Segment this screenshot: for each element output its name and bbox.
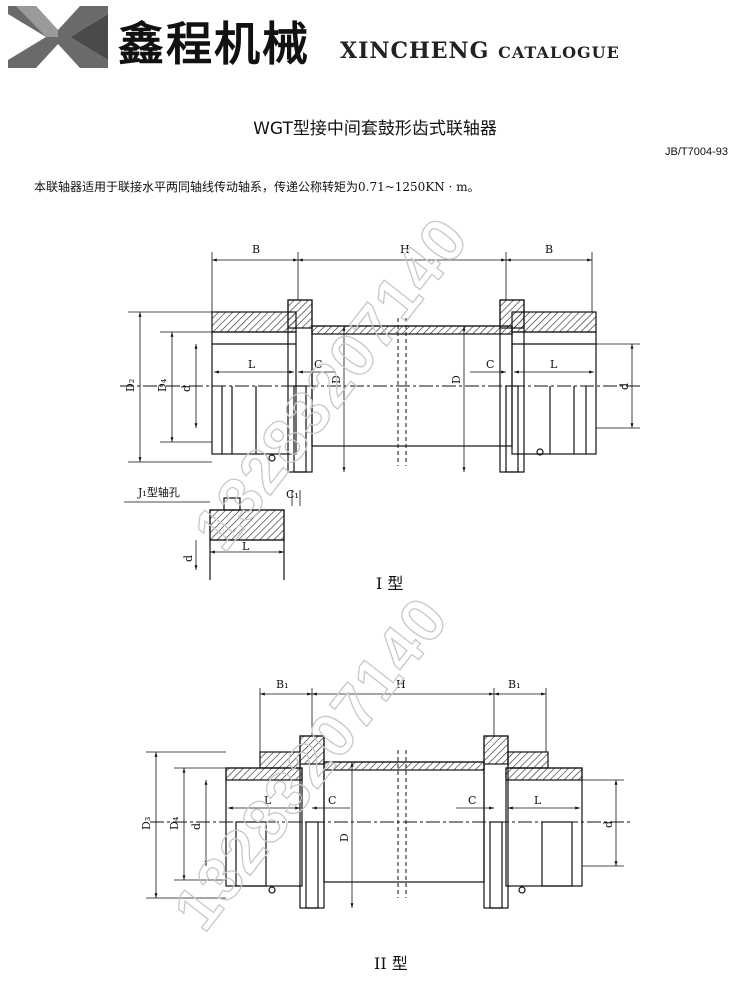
dim-l-right: L	[550, 358, 558, 371]
description: 本联轴器适用于联接水平两同轴线传动轴系，传递公称转矩为0.71~1250KN ·…	[34, 180, 480, 194]
dim-h-2: H	[396, 678, 406, 691]
dim-d-detail: d	[182, 555, 195, 562]
brand-name-en: XINCHENG CATALOGUE	[340, 38, 620, 64]
figure-2-label: II 型	[374, 954, 408, 973]
xincheng-logo-icon	[8, 6, 108, 68]
dim-d4-2: D₄	[168, 816, 181, 830]
dim-l-right-2: L	[534, 794, 542, 807]
dim-c-left: C	[314, 358, 322, 371]
dim-d-left-2: d	[190, 823, 203, 830]
dim-d-left: d	[180, 385, 193, 392]
dim-d-right-2: d	[602, 821, 615, 828]
dim-l-left-2: L	[264, 794, 272, 807]
dim-h: H	[400, 243, 410, 256]
brand-name-cn: 鑫程机械	[118, 17, 310, 71]
dim-c-right-2: C	[468, 794, 476, 807]
dim-l-left: L	[248, 358, 256, 371]
dim-b-left: B	[252, 243, 260, 256]
header: 鑫程机械 XINCHENG CATALOGUE	[0, 0, 750, 80]
figure-1-drawing	[120, 252, 640, 580]
figure-1-dimension-labels: B H B L C C L D₂ D₄ d D D d C₁ J₁型轴孔 L d	[124, 243, 631, 562]
dim-b1-left: B₁	[276, 678, 289, 691]
detail-j1-label: J₁型轴孔	[137, 485, 180, 499]
dim-D-2: D	[338, 833, 351, 842]
dim-b-right: B	[545, 243, 553, 256]
dim-l-detail: L	[242, 540, 250, 553]
figure-1-label: I 型	[376, 574, 404, 593]
standard-number: JB/T7004-93	[665, 146, 728, 158]
dim-d3: D₃	[140, 817, 153, 830]
dim-b1-right: B₁	[508, 678, 521, 691]
dim-c1: C₁	[286, 488, 299, 501]
figure-2-drawing	[146, 688, 630, 909]
dim-c-left-2: C	[328, 794, 336, 807]
page-title: WGT型接中间套鼓形齿式联轴器	[253, 119, 497, 139]
figure-2-dimension-labels: B₁ H B₁ L C C L D₃ D₄ d D d	[140, 678, 615, 842]
dim-D-left: D	[330, 375, 343, 384]
dim-c-right: C	[486, 358, 494, 371]
brand-name-en-main: XINCHENG	[340, 38, 490, 64]
dim-d2: D₂	[124, 379, 137, 392]
dim-d4: D₄	[156, 378, 169, 392]
dim-d-right: d	[618, 383, 631, 390]
dim-D-right: D	[450, 375, 463, 384]
brand-catalogue: CATALOGUE	[498, 43, 620, 62]
